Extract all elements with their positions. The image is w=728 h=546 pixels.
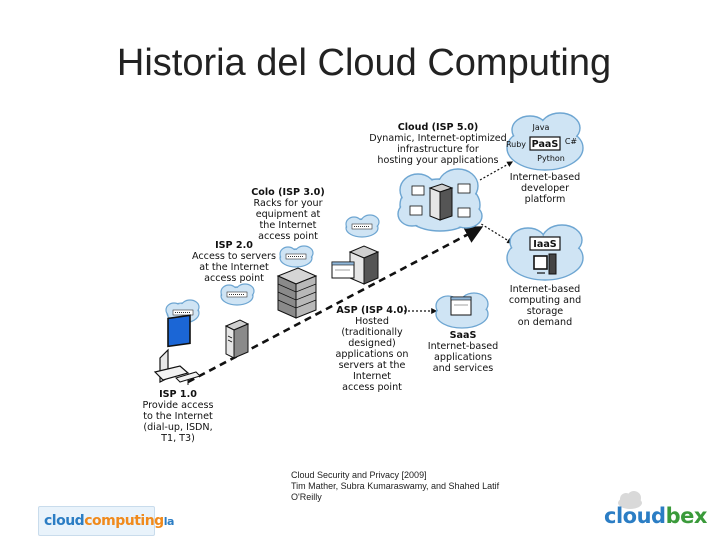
colo-title: Colo (ISP 3.0)	[251, 187, 324, 198]
iaas-line-1: Internet-based	[510, 284, 581, 295]
isp2-cloud-icon	[220, 283, 255, 306]
isp1-title: ISP 1.0	[159, 389, 197, 400]
asp-title: ASP (ISP 4.0)	[336, 305, 407, 316]
saas-line-1: Internet-based	[428, 341, 499, 352]
logo-right-part1: cloud	[604, 504, 666, 528]
colo-line-2: equipment at	[256, 209, 321, 220]
colo-rack-icon	[276, 267, 318, 319]
paas-line-3: platform	[525, 194, 566, 205]
source-line: O'Reilly	[291, 492, 322, 502]
saas-cloud-icon	[435, 292, 489, 329]
iaas-line-4: on demand	[518, 317, 572, 328]
colo-line-1: Racks for your	[253, 198, 322, 209]
colo-line-3: the Internet	[260, 220, 317, 231]
monitor-icon	[153, 314, 201, 385]
asp-line-5: servers at the	[339, 360, 406, 371]
isp2-line-2: at the Internet	[199, 262, 269, 273]
paas-lang-java: Java	[532, 123, 550, 132]
asp-line-1: Hosted	[355, 316, 389, 327]
isp2-line-1: Access to servers	[192, 251, 276, 262]
saas-line-3: and services	[433, 363, 493, 374]
asp-line-3: designed)	[348, 338, 396, 349]
iaas-line-2: computing and	[509, 295, 581, 306]
isp1-line-1: Provide access	[143, 400, 214, 411]
colo-cloud-icon	[279, 245, 314, 268]
logo-left-part1: cloud	[44, 513, 85, 529]
isp2-line-3: access point	[204, 273, 264, 284]
paas-cloud-icon	[506, 112, 584, 171]
colo-line-4: access point	[258, 231, 318, 242]
cloud-line-1: Dynamic, Internet-optimized	[369, 133, 507, 144]
asp-line-2: (traditionally	[341, 327, 403, 338]
slide-title: Historia del Cloud Computing	[116, 42, 612, 84]
source-line: Tim Mather, Subra Kumaraswamy, and Shahe…	[291, 481, 500, 491]
cloud-line-3: hosting your applications	[377, 155, 498, 166]
paas-lang-python: Python	[537, 154, 565, 163]
paas-line-1: Internet-based	[510, 172, 581, 183]
cloud-line-2: infrastructure for	[397, 144, 479, 155]
cloudbex-logo: cloudbex	[600, 490, 707, 530]
source-line: Cloud Security and Privacy [2009]	[291, 470, 427, 480]
isp2-server-icon	[224, 319, 250, 359]
asp-line-6: Internet	[353, 371, 391, 382]
cloudbex-cloud-icon	[618, 491, 642, 509]
iaas-badge: IaaS	[533, 239, 557, 250]
saas-line-2: applications	[434, 352, 492, 363]
paas-badge: PaaS	[532, 139, 559, 150]
isp1-line-4: T1, T3)	[160, 433, 195, 444]
paas-lang-ruby: Ruby	[506, 140, 526, 149]
asp-line-7: access point	[342, 382, 402, 393]
connector-cloud-iaas	[477, 221, 514, 244]
isp1-line-3: (dial-up, ISDN,	[143, 422, 212, 433]
cloud-datacenter-icon	[397, 168, 483, 232]
saas-title: SaaS	[450, 330, 477, 341]
asp-server-app-icon	[331, 245, 380, 285]
logo-left-part3: la	[163, 515, 175, 528]
logo-left-part2: computing	[84, 513, 164, 529]
isp1-line-2: to the Internet	[143, 411, 213, 422]
logo-right-part2: bex	[665, 504, 708, 528]
iaas-line-3: storage	[527, 306, 564, 317]
asp-line-4: applications on	[336, 349, 409, 360]
paas-lang-csharp: C#	[565, 137, 578, 146]
cloudcomputing-logo: cloudcomputingla	[38, 506, 174, 536]
cloud-title: Cloud (ISP 5.0)	[398, 122, 479, 133]
source-citation: Cloud Security and Privacy [2009] Tim Ma…	[291, 470, 499, 503]
paas-line-2: developer	[521, 183, 569, 194]
iaas-cloud-icon	[506, 224, 584, 281]
isp2-title: ISP 2.0	[215, 240, 253, 251]
asp-cloud-icon	[345, 214, 380, 238]
